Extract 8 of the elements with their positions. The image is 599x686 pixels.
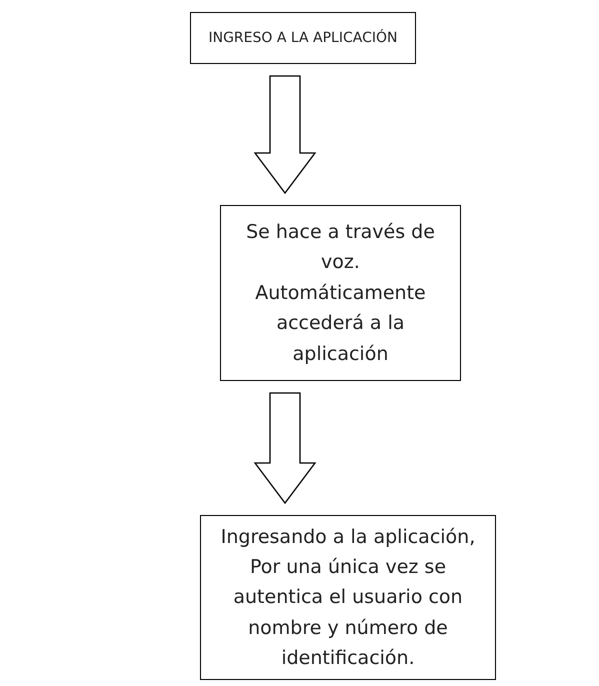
block-arrow bbox=[254, 392, 316, 504]
step-text: Ingresando a la aplicación, Por una única vez se autentica el usuario con nombre y número de identificación. bbox=[220, 524, 476, 672]
block-arrow bbox=[254, 75, 316, 194]
step-text: INGRESO A LA APLICACIÓN bbox=[208, 28, 398, 48]
process-box bbox=[200, 515, 496, 680]
step-text: Se hace a través de voz. Automáticamente accederá a la aplicación bbox=[245, 220, 436, 367]
process-box bbox=[220, 205, 461, 381]
process-box bbox=[190, 12, 416, 64]
